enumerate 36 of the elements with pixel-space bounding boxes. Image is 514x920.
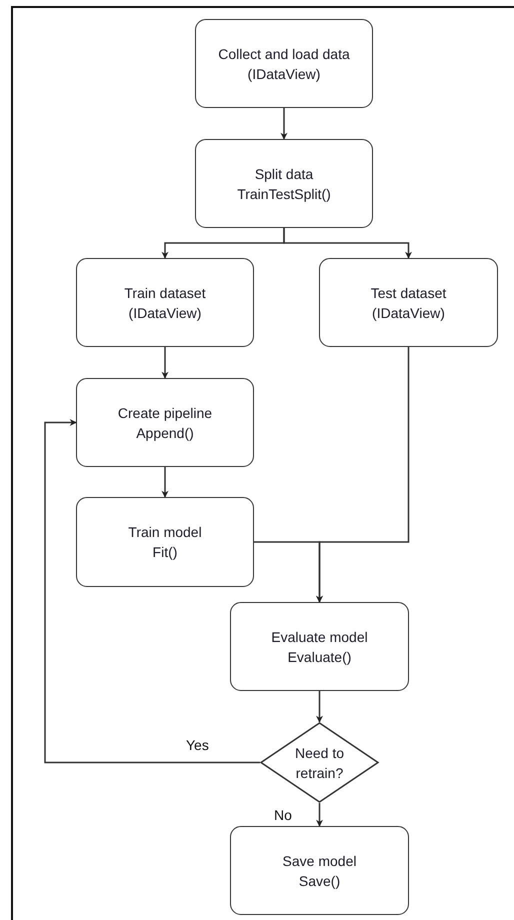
process-box (76, 378, 254, 467)
node-text: Save model (282, 852, 356, 870)
process-box (76, 258, 254, 347)
node-text: Need to retrain? (294, 744, 346, 782)
process-box (195, 139, 373, 228)
node-text: Split data (254, 164, 314, 184)
arrow (283, 228, 412, 259)
process-box (76, 497, 254, 587)
arrow (316, 691, 323, 723)
process-box (230, 602, 409, 691)
node-text: Evaluate model (271, 628, 368, 646)
node-text: Train dataset (124, 284, 206, 302)
arrow (162, 467, 168, 498)
node-text: TrainTestSplit() (237, 184, 331, 204)
node-text: Collect and load data (218, 44, 350, 64)
arrow (316, 803, 323, 827)
node-text: Evaluate() (288, 648, 352, 666)
node-text: (IDataView) (128, 304, 202, 322)
process-box (319, 258, 498, 347)
arrow (316, 347, 410, 603)
node-text: Create pipeline (118, 404, 212, 422)
process-box (230, 826, 409, 915)
node-text: (IDataView) (248, 64, 320, 84)
decision-diamond (260, 722, 379, 803)
node-text: Fit() (152, 543, 178, 562)
node-text: Train model (128, 523, 202, 542)
node-text: Append() (136, 424, 194, 442)
edge-label: No (273, 807, 293, 823)
edge-label: Yes (185, 737, 210, 753)
node-text: (IDataView) (372, 304, 445, 322)
node-text: Save() (298, 872, 340, 890)
process-box (195, 19, 373, 108)
arrow (162, 347, 168, 379)
node-text: Test dataset (370, 284, 446, 302)
arrow (280, 108, 288, 140)
arrow (44, 419, 260, 764)
